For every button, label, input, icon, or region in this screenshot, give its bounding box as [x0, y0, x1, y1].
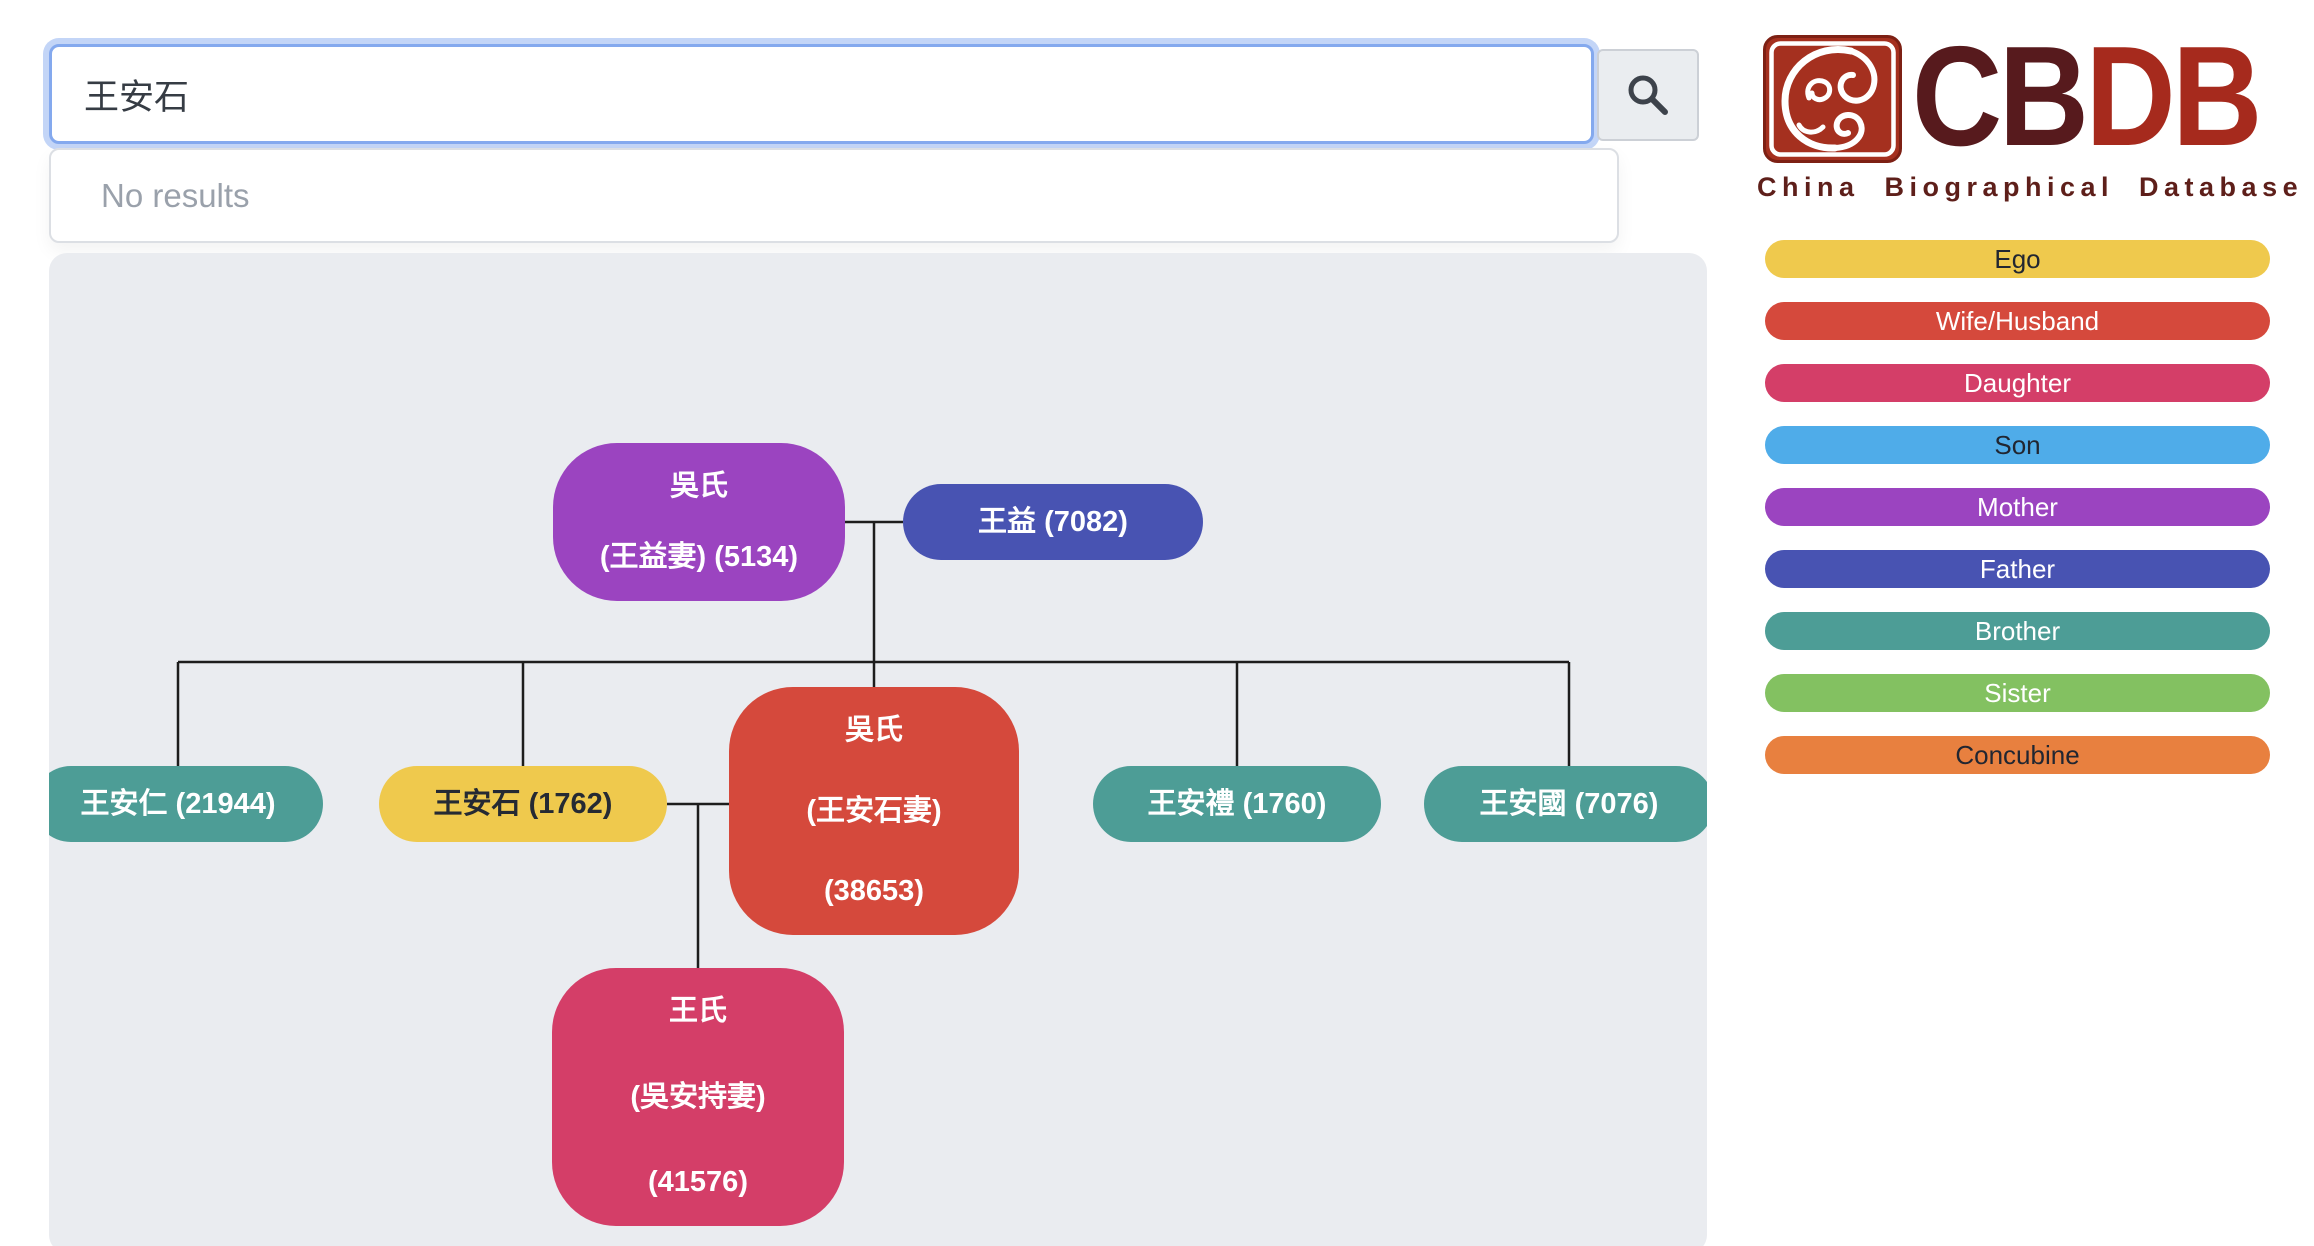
- person-node-father-wangyi[interactable]: 王益 (7082): [903, 484, 1203, 560]
- person-node-label: (吳安持妻): [630, 1080, 766, 1113]
- no-results-message: No results: [101, 176, 250, 214]
- search-icon: [1624, 71, 1672, 119]
- person-node-mother-wushi[interactable]: 吳氏 (王益妻) (5134): [553, 443, 845, 601]
- person-node-label: (38653): [824, 875, 924, 908]
- cbdb-logo-text-bright: DB: [2085, 17, 2262, 176]
- person-node-label: (王安石妻): [806, 794, 942, 827]
- cbdb-tagline: China Biographical Database: [1757, 172, 2304, 202]
- legend-pill-mother: Mother: [1765, 488, 2270, 526]
- person-node-label: (王益妻) (5134): [599, 541, 799, 574]
- legend-pill-father: Father: [1765, 550, 2270, 588]
- search-button[interactable]: [1597, 49, 1699, 141]
- person-node-label: 王安仁 (21944): [80, 787, 276, 820]
- search-results-dropdown: No results: [49, 148, 1619, 243]
- person-node-label: (41576): [648, 1166, 748, 1199]
- legend-pill-concubine: Concubine: [1765, 736, 2270, 774]
- person-node-label: 王安國 (7076): [1479, 787, 1659, 820]
- person-node-label: 王安石 (1762): [433, 787, 613, 820]
- person-node-wife-wushi[interactable]: 吳氏 (王安石妻) (38653): [729, 687, 1019, 935]
- person-node-label: 吳氏: [844, 714, 903, 746]
- legend-pill-daughter: Daughter: [1765, 364, 2270, 402]
- person-node-daughter-wangshi[interactable]: 王氏 (吳安持妻) (41576): [552, 968, 844, 1226]
- tree-edges: [176, 520, 1571, 968]
- family-tree-canvas[interactable]: 吳氏 (王益妻) (5134) 王益 (7082) 王安仁 (21944) 王安石 (1…: [49, 253, 1707, 1246]
- person-node-brother-wanganren[interactable]: 王安仁 (21944): [49, 766, 323, 842]
- person-node-label: 王氏: [668, 995, 727, 1027]
- legend-pill-sister: Sister: [1765, 674, 2270, 712]
- cbdb-logo-text-dark: CB: [1912, 17, 2089, 176]
- legend-pill-brother: Brother: [1765, 612, 2270, 650]
- person-node-label: 王益 (7082): [978, 505, 1128, 538]
- person-node-ego-wanganshi[interactable]: 王安石 (1762): [379, 766, 667, 842]
- person-node-brother-wanganguo[interactable]: 王安國 (7076): [1424, 766, 1707, 842]
- person-node-label: 王安禮 (1760): [1147, 787, 1327, 820]
- cbdb-seal-icon: [1763, 35, 1902, 168]
- legend-pill-wife-husband: Wife/Husband: [1765, 302, 2270, 340]
- legend-pill-ego: Ego: [1765, 240, 2270, 278]
- person-node-brother-wanganli[interactable]: 王安禮 (1760): [1093, 766, 1381, 842]
- cbdb-logo-text: CBDB: [1912, 26, 2262, 168]
- search-input[interactable]: [49, 44, 1594, 144]
- legend-pill-son: Son: [1765, 426, 2270, 464]
- person-node-label: 吳氏: [669, 470, 728, 502]
